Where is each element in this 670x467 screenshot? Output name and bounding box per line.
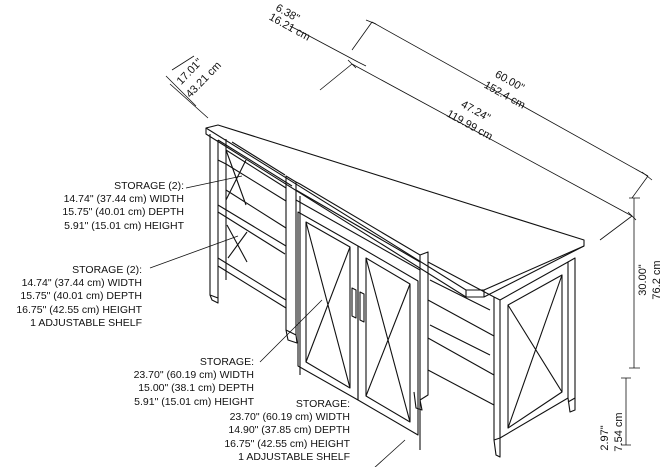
callout-top-center-storage: STORAGE: 23.70" (60.19 cm) WIDTH 15.00" … (48, 356, 254, 409)
right-cabinet (413, 251, 576, 458)
callout-line: STORAGE (2): (72, 264, 142, 276)
callout-line: 15.75" (40.01 cm) DEPTH (62, 206, 184, 219)
callout-side-storage: STORAGE (2): 14.74" (37.44 cm) WIDTH 15.… (0, 264, 142, 330)
middle-doors (295, 181, 421, 450)
callout-top-side-storage: STORAGE (2): 14.74" (37.44 cm) WIDTH 15.… (20, 180, 184, 233)
callout-line: STORAGE: (199, 356, 254, 368)
callout-leaders (149, 175, 406, 467)
height-in: 30.00" (637, 264, 649, 296)
callout-line: 5.91" (15.01 cm) HEIGHT (134, 395, 254, 408)
height-cm: 76.2 cm (651, 260, 663, 299)
callout-line: STORAGE (2): (114, 180, 184, 192)
callout-line: 14.74" (37.44 cm) WIDTH (21, 277, 142, 290)
callout-line: 15.75" (40.01 cm) DEPTH (20, 290, 142, 303)
callout-center-storage: STORAGE: 23.70" (60.19 cm) WIDTH 14.90" … (196, 398, 350, 464)
callout-line: 1 ADJUSTABLE SHELF (30, 316, 142, 329)
callout-line: 16.75" (42.55 cm) HEIGHT (224, 437, 350, 450)
left-cabinet (209, 134, 298, 344)
dimension-lines (165, 19, 653, 446)
callout-line: STORAGE: (295, 398, 350, 410)
table-top (205, 124, 585, 298)
callout-line: 23.70" (60.19 cm) WIDTH (229, 411, 350, 424)
clearance-cm: 7.54 cm (613, 412, 625, 451)
callout-line: 14.90" (37.85 cm) DEPTH (228, 424, 350, 437)
callout-line: 14.74" (37.44 cm) WIDTH (63, 193, 184, 206)
callout-line: 15.00" (38.1 cm) DEPTH (138, 382, 254, 395)
callout-line: 16.75" (42.55 cm) HEIGHT (16, 303, 142, 316)
callout-line: 23.70" (60.19 cm) WIDTH (133, 369, 254, 382)
callout-line: 1 ADJUSTABLE SHELF (238, 450, 350, 463)
callout-line: 5.91" (15.01 cm) HEIGHT (64, 219, 184, 232)
clearance-in: 2.97" (599, 425, 611, 450)
